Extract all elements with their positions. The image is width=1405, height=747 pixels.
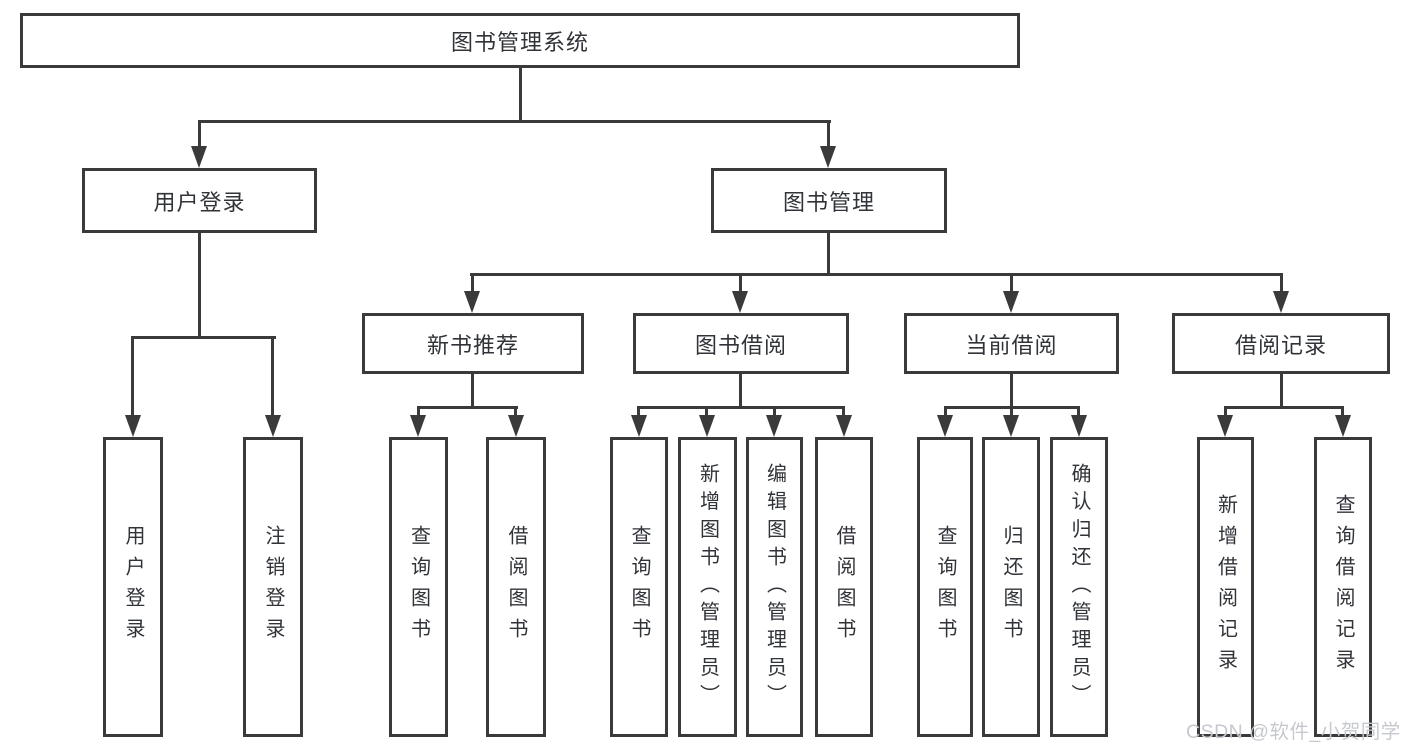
node-label: 当前借阅 bbox=[965, 332, 1058, 358]
arrow-down-icon bbox=[464, 291, 480, 313]
arrow-down-icon bbox=[1071, 415, 1087, 437]
connector-book-mgmt-stem bbox=[827, 233, 830, 276]
connector-borrow-record-stem bbox=[1280, 374, 1283, 409]
arrow-down-icon bbox=[699, 415, 715, 437]
connector-stem bbox=[827, 120, 830, 160]
node-leaf-query-borrow-record: 查询借阅记录 bbox=[1314, 437, 1372, 737]
arrow-down-icon bbox=[1003, 291, 1019, 313]
node-label: 注销登录 bbox=[262, 525, 284, 649]
node-label: 图书管理 bbox=[782, 189, 875, 215]
node-leaf-edit-book-admin: 编辑图书（管理员） bbox=[746, 437, 803, 737]
connector-new-book-rec-stem bbox=[471, 374, 474, 409]
node-label: 借阅图书 bbox=[833, 525, 855, 649]
csdn-watermark: CSDN @软件_小贺同学 bbox=[1186, 721, 1401, 743]
node-label: 新增图书（管理员） bbox=[696, 462, 719, 712]
connector-stem bbox=[271, 336, 274, 431]
node-label: 查询图书 bbox=[934, 525, 956, 649]
connector-stem bbox=[471, 273, 474, 307]
arrow-down-icon bbox=[836, 415, 852, 437]
arrow-down-icon bbox=[732, 291, 748, 313]
node-current-borrowing: 当前借阅 bbox=[904, 313, 1119, 374]
node-user-login: 用户登录 bbox=[82, 168, 317, 233]
node-label: 编辑图书（管理员） bbox=[763, 462, 786, 712]
arrow-down-icon bbox=[1335, 415, 1351, 437]
node-leaf-return-book: 归还图书 bbox=[982, 437, 1040, 737]
node-label: 确认归还（管理员） bbox=[1068, 462, 1090, 712]
connector-user-login-rail bbox=[132, 336, 276, 339]
node-leaf-recommend-borrow-book: 借阅图书 bbox=[486, 437, 546, 737]
arrow-down-icon bbox=[125, 415, 141, 437]
arrow-down-icon bbox=[766, 415, 782, 437]
connector-root-rail bbox=[198, 120, 831, 123]
arrow-down-icon bbox=[631, 415, 647, 437]
arrow-down-icon bbox=[191, 146, 207, 168]
node-label: 新书推荐 bbox=[426, 332, 519, 358]
node-label: 查询借阅记录 bbox=[1332, 494, 1354, 680]
connector-stem bbox=[739, 273, 742, 307]
node-leaf-current-query-book: 查询图书 bbox=[917, 437, 973, 737]
node-new-book-recommend: 新书推荐 bbox=[362, 313, 584, 374]
node-leaf-add-book-admin: 新增图书（管理员） bbox=[678, 437, 737, 737]
node-book-management: 图书管理 bbox=[711, 168, 947, 233]
connector-user-login-stem bbox=[198, 233, 201, 339]
connector-book-borrow-rail bbox=[637, 406, 845, 409]
node-leaf-add-borrow-record: 新增借阅记录 bbox=[1197, 437, 1254, 737]
node-label: 归还图书 bbox=[1000, 525, 1022, 649]
node-book-borrowing: 图书借阅 bbox=[633, 313, 849, 374]
node-leaf-confirm-return-admin: 确认归还（管理员） bbox=[1050, 437, 1108, 737]
node-label: 借阅图书 bbox=[505, 525, 527, 649]
node-leaf-logout: 注销登录 bbox=[243, 437, 303, 737]
arrow-down-icon bbox=[265, 415, 281, 437]
connector-current-borrow-stem bbox=[1010, 374, 1013, 409]
arrow-down-icon bbox=[410, 415, 426, 437]
arrow-down-icon bbox=[1273, 291, 1289, 313]
node-label: 查询图书 bbox=[628, 525, 650, 649]
connector-book-borrow-stem bbox=[739, 374, 742, 409]
node-leaf-borrowing-borrow-book: 借阅图书 bbox=[815, 437, 873, 737]
arrow-down-icon bbox=[508, 415, 524, 437]
connector-stem bbox=[131, 336, 134, 431]
node-label: 查询图书 bbox=[407, 525, 430, 649]
node-borrow-records: 借阅记录 bbox=[1172, 313, 1390, 374]
node-label: 图书管理系统 bbox=[450, 29, 589, 55]
node-leaf-recommend-query-book: 查询图书 bbox=[389, 437, 448, 737]
node-root-library-management-system: 图书管理系统 bbox=[20, 13, 1020, 68]
connector-new-book-rec-rail bbox=[417, 406, 518, 409]
node-label: 新增借阅记录 bbox=[1214, 494, 1237, 680]
arrow-down-icon bbox=[820, 146, 836, 168]
connector-stem bbox=[1280, 273, 1283, 307]
connector-stem bbox=[1010, 273, 1013, 307]
arrow-down-icon bbox=[937, 415, 953, 437]
node-leaf-borrowing-query-book: 查询图书 bbox=[610, 437, 668, 737]
connector-root-stem bbox=[519, 68, 522, 123]
connector-stem bbox=[198, 120, 201, 160]
arrow-down-icon bbox=[1003, 415, 1019, 437]
node-label: 图书借阅 bbox=[694, 332, 787, 358]
node-label: 借阅记录 bbox=[1234, 332, 1327, 358]
arrow-down-icon bbox=[1217, 415, 1233, 437]
node-leaf-user-login: 用户登录 bbox=[103, 437, 163, 737]
connector-borrow-record-rail bbox=[1224, 406, 1344, 409]
node-label: 用户登录 bbox=[153, 189, 246, 215]
node-label: 用户登录 bbox=[122, 525, 144, 649]
connector-book-mgmt-rail bbox=[470, 273, 1283, 276]
